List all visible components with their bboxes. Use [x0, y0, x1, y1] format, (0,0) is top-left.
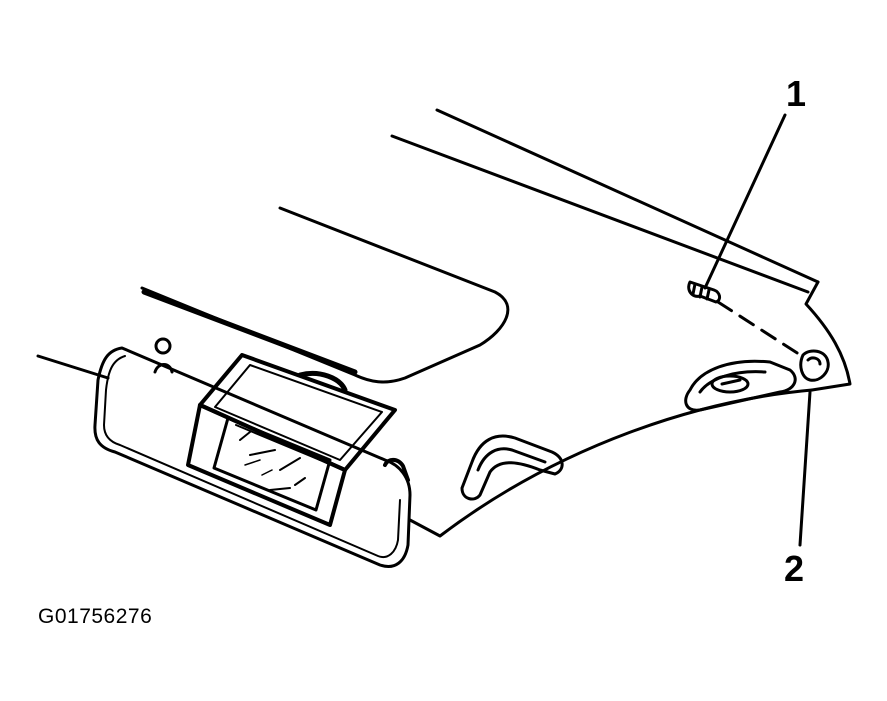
sunroof-opening	[140, 206, 510, 384]
headliner-right-edge	[804, 280, 852, 392]
headliner-left-edge	[36, 354, 110, 380]
figure-id-label: G01756276	[38, 605, 153, 628]
retainer-receptacle	[799, 349, 830, 382]
installation-path-dashed	[716, 300, 807, 360]
callout-2-leader	[798, 390, 812, 547]
vanity-mirror-frame	[186, 403, 347, 527]
roof-edge-second	[390, 134, 810, 294]
visor-body	[93, 346, 412, 568]
visor-pivot	[383, 457, 410, 482]
callout-label-2: 2	[784, 548, 805, 589]
roof-edge-top	[435, 108, 820, 284]
dome-lamp	[684, 359, 797, 412]
screw-fastener	[687, 280, 722, 304]
assist-handle	[460, 434, 564, 501]
callout-label-1: 1	[786, 73, 807, 114]
callout-1-leader	[703, 113, 787, 290]
visor-clip	[154, 337, 172, 355]
sun-visor	[93, 337, 412, 568]
